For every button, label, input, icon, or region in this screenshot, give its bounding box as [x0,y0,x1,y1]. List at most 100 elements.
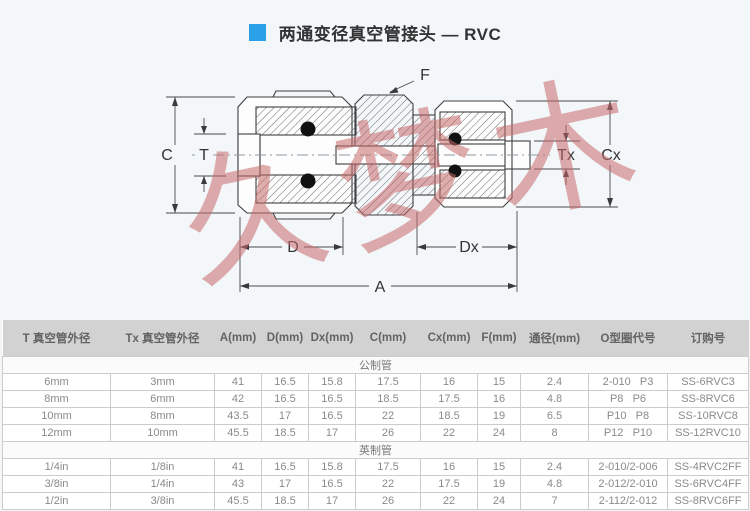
dim-label-tx: Tx [557,147,575,164]
header-cell: Dx(mm) [308,320,356,357]
table-cell: 15 [477,458,521,476]
table-cell: 16 [420,458,478,476]
table-cell: 16.5 [308,407,356,425]
o-ring [448,132,462,146]
header-cell: Cx(mm) [420,320,478,357]
table-cell: SS-8RVC6FF [667,492,749,510]
table-cell: 6.5 [520,407,589,425]
technical-drawing: C T F Tx Cx D Dx A [161,67,621,296]
table-cell: 22 [420,424,478,442]
table-cell: 16.5 [261,390,309,408]
table-cell: 2.4 [520,373,589,391]
table-cell: 45.5 [214,424,262,442]
table-cell: 18.5 [355,390,421,408]
table-cell: 17.5 [420,390,478,408]
dim-label-a: A [375,279,386,296]
header-cell: A(mm) [214,320,262,357]
header-cell: O型圈代号 [588,320,668,357]
header-cell: D(mm) [261,320,309,357]
table-cell: 17.5 [355,458,421,476]
header-cell: 订购号 [667,320,749,357]
table-cell: 22 [355,475,421,493]
table-cell: 7 [520,492,589,510]
dim-label-cx: Cx [601,147,621,164]
section-label: 公制管 [2,356,749,374]
table-cell: 18.5 [261,424,309,442]
table-cell: 43.5 [214,407,262,425]
table-cell: 43 [214,475,262,493]
table-cell: 4.8 [520,475,589,493]
table-cell: 1/8in [110,458,215,476]
table-cell: 42 [214,390,262,408]
table-cell: 12mm [2,424,111,442]
dim-label-d: D [287,239,299,256]
page-title-row: 两通变径真空管接头 — RVC [0,20,750,45]
o-ring [300,173,316,189]
table-cell: 16 [420,373,478,391]
table-cell: 24 [477,492,521,510]
table-cell: 16.5 [308,390,356,408]
table-cell: 2.4 [520,458,589,476]
table-cell: 15 [477,373,521,391]
table-cell: 16.5 [308,475,356,493]
table-cell: SS-12RVC10 [667,424,749,442]
section-row: 英制管 [2,441,749,459]
dim-label-c: C [161,147,173,164]
table-cell: 24 [477,424,521,442]
table-cell: 8mm [2,390,111,408]
table-cell: 17 [261,407,309,425]
table-cell: P12 P10 [588,424,668,442]
table-cell: 26 [355,424,421,442]
table-cell: SS-6RVC4FF [667,475,749,493]
table-cell: 16.5 [261,458,309,476]
page-title: 两通变径真空管接头 — RVC [278,25,502,44]
table-cell: 16.5 [261,373,309,391]
dim-label-dx: Dx [459,239,479,256]
o-ring [448,164,462,178]
o-ring [300,121,316,137]
section-row: 公制管 [2,356,749,374]
header-cell: C(mm) [355,320,421,357]
table-cell: SS-6RVC3 [667,373,749,391]
table-cell: 16 [477,390,521,408]
table-cell: 2-112/2-012 [588,492,668,510]
table-cell: 1/4in [110,475,215,493]
table-cell: 15.8 [308,373,356,391]
right-ferrule-top [439,111,506,141]
table-cell: SS-10RVC8 [667,407,749,425]
table-cell: SS-8RVC6 [667,390,749,408]
header-cell: Tx 真空管外径 [110,320,215,357]
table-cell: 3mm [110,373,215,391]
table-cell: 17 [261,475,309,493]
header-cell: 通径(mm) [520,320,589,357]
header-cell: F(mm) [477,320,521,357]
dim-label-t: T [199,147,209,164]
table-cell: 18.5 [420,407,478,425]
table-cell: 2-010/2-006 [588,458,668,476]
table-cell: P8 P6 [588,390,668,408]
table-cell: 17 [308,424,356,442]
header-cell: T 真空管外径 [2,320,111,357]
table-cell: 10mm [2,407,111,425]
table-cell: SS-4RVC2FF [667,458,749,476]
dimension-lines [166,80,618,292]
table-cell: 18.5 [261,492,309,510]
section-label: 英制管 [2,441,749,459]
table-cell: 4.8 [520,390,589,408]
table-cell: 22 [355,407,421,425]
table-cell: 15.8 [308,458,356,476]
table-cell: 1/2in [2,492,111,510]
table-cell: 17.5 [420,475,478,493]
table-cell: 10mm [110,424,215,442]
table-cell: 41 [214,458,262,476]
table-cell: 17.5 [355,373,421,391]
